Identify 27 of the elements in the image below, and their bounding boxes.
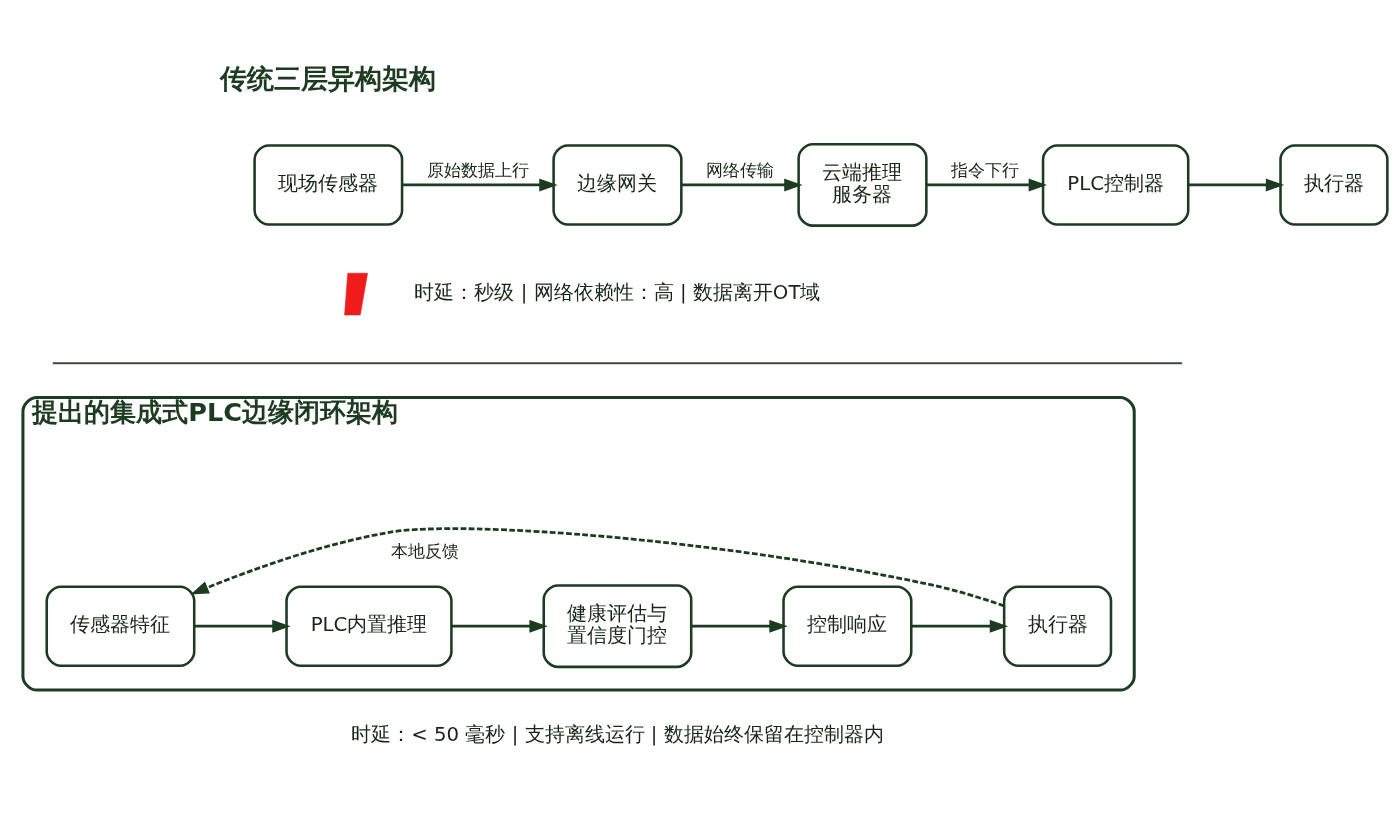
node-box: 执行器 bbox=[1278, 144, 1389, 226]
label: 时延：秒级 | 网络依赖性：高 | 数据离开OT域 bbox=[413, 280, 820, 304]
arrow bbox=[193, 619, 291, 633]
label: 传统三层异构架构 bbox=[219, 62, 436, 94]
arrow bbox=[925, 178, 1047, 192]
node-box: 边缘网关 bbox=[551, 144, 683, 226]
node-box: 传感器特征 bbox=[44, 585, 195, 667]
node-box: 健康评估与置信度门控 bbox=[541, 584, 692, 669]
arrow bbox=[401, 178, 558, 192]
node-box: 执行器 bbox=[1002, 585, 1112, 667]
arrow bbox=[681, 178, 803, 192]
edge-label: 原始数据上行 bbox=[426, 159, 529, 180]
node-lightning bbox=[343, 272, 368, 316]
node-box: PLC控制器 bbox=[1041, 144, 1189, 226]
edge-label: 本地反馈 bbox=[390, 540, 459, 561]
arrow bbox=[691, 619, 788, 633]
edge-label: 指令下行 bbox=[950, 159, 1019, 180]
node-box: 云端推理服务器 bbox=[796, 143, 928, 227]
edge-label: 网络传输 bbox=[705, 159, 774, 180]
node-box: PLC内置推理 bbox=[284, 585, 453, 667]
arrow bbox=[451, 619, 548, 633]
arrow bbox=[910, 619, 1008, 633]
node-box: 控制响应 bbox=[781, 585, 913, 667]
label: 时延：< 50 毫秒 | 支持离线运行 | 数据始终保留在控制器内 bbox=[350, 723, 884, 747]
arrow bbox=[189, 527, 1004, 608]
node-box: 现场传感器 bbox=[252, 144, 403, 226]
arrow bbox=[1188, 178, 1284, 192]
